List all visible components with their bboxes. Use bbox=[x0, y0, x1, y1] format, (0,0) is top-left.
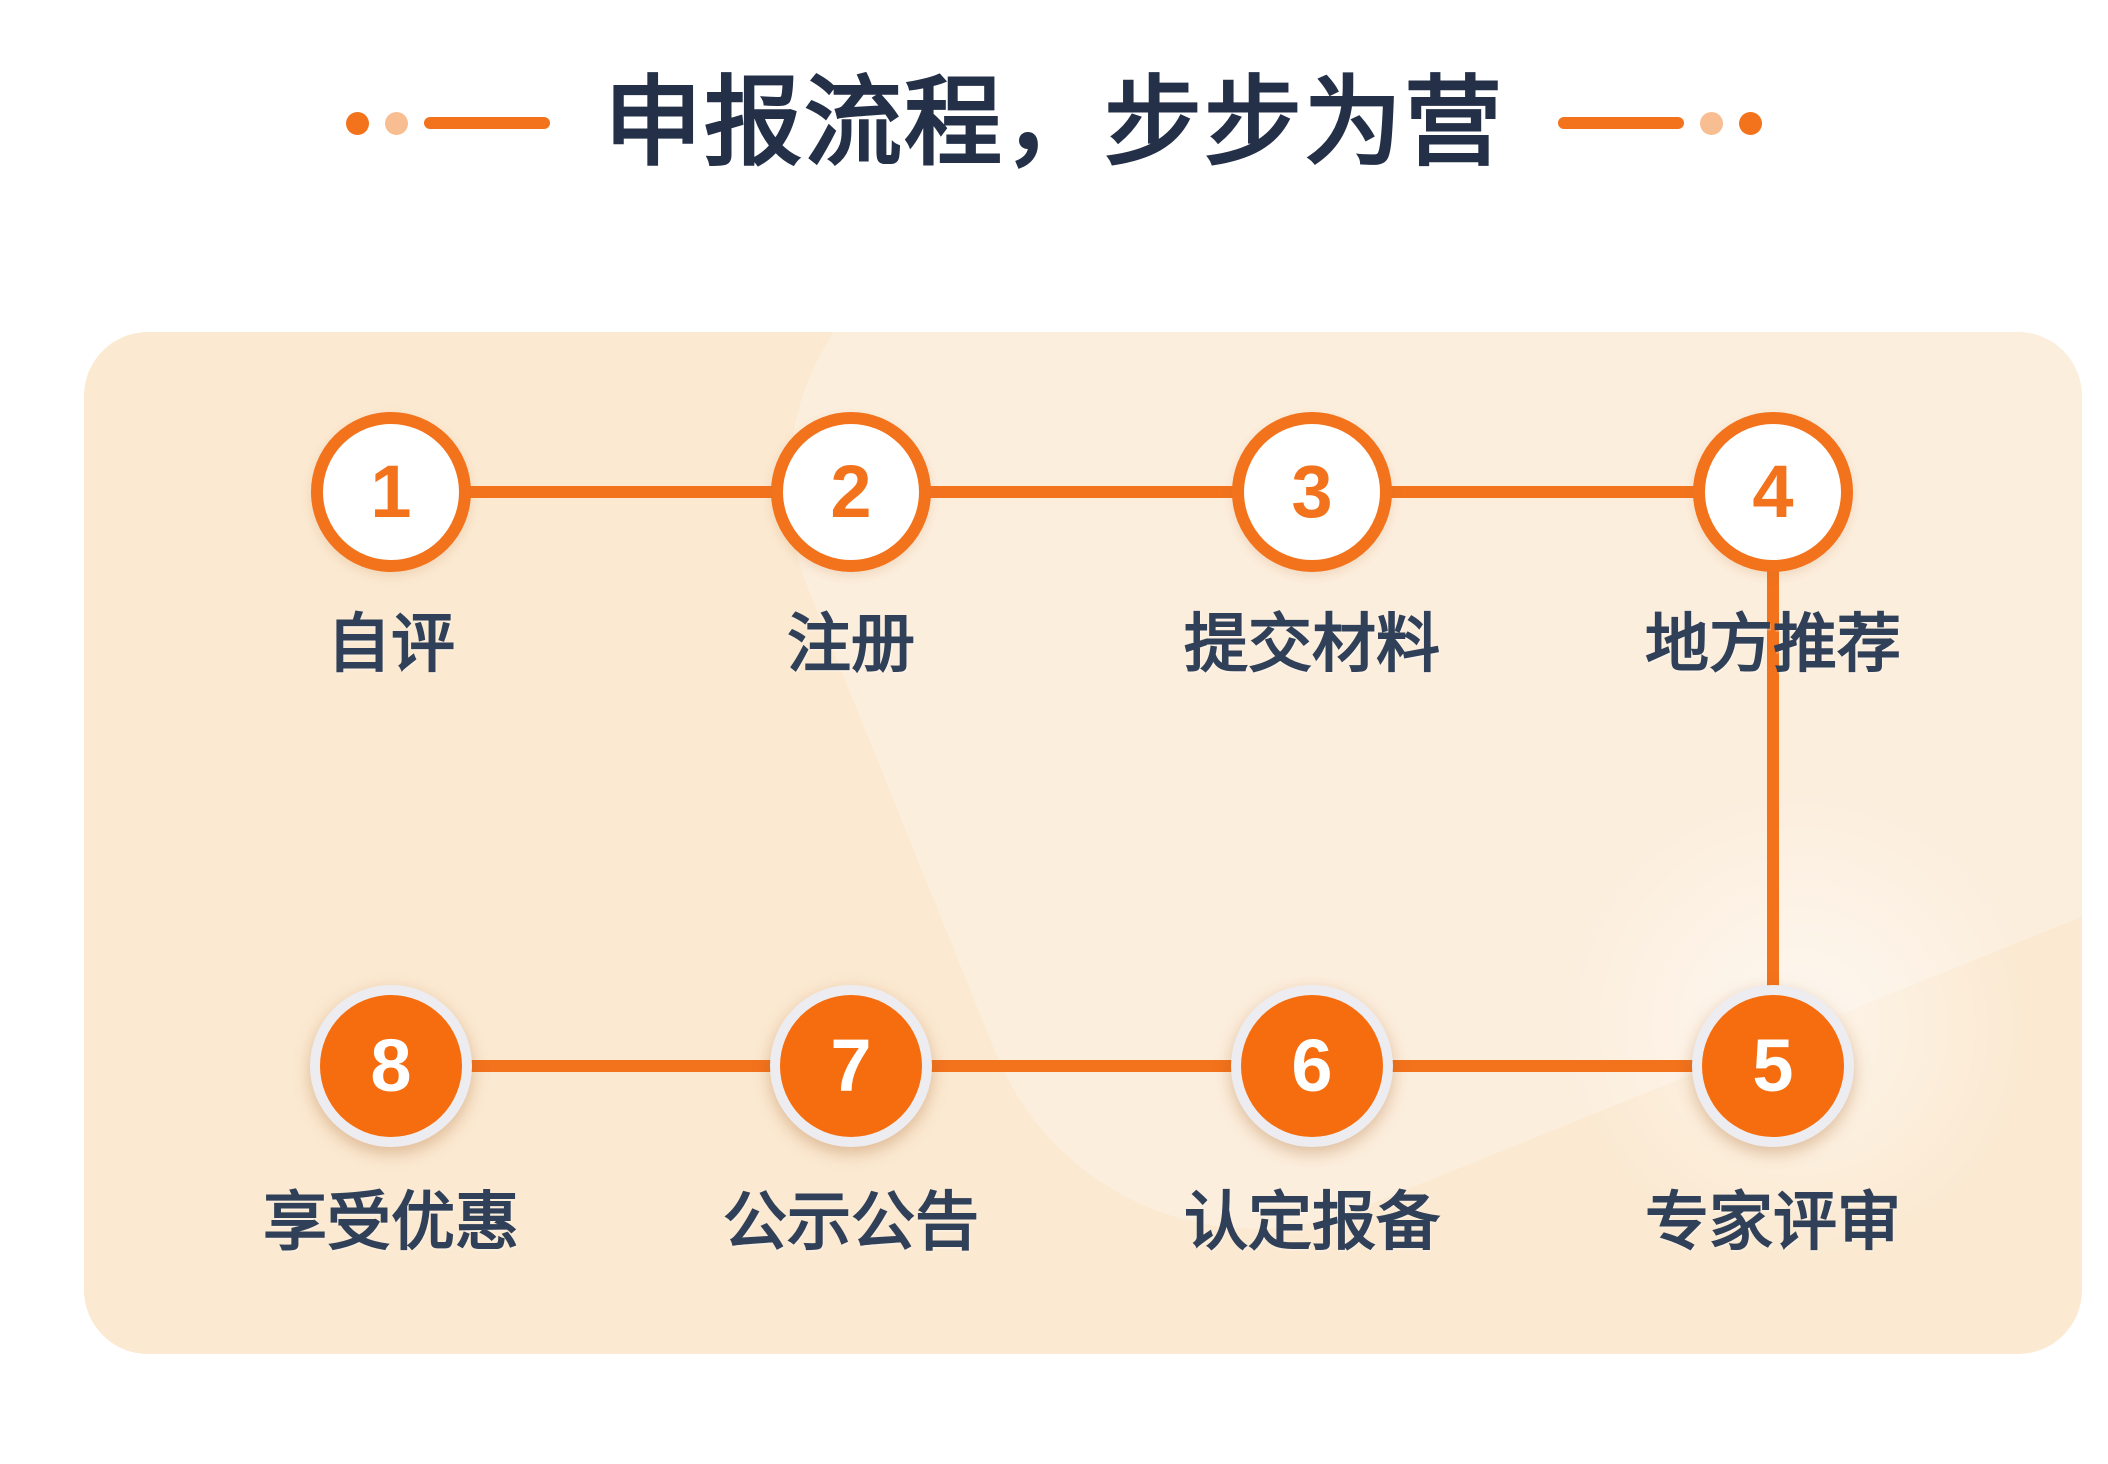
step-node-6: 6 bbox=[1231, 985, 1393, 1147]
title-right-decoration bbox=[1558, 111, 1762, 135]
step-number: 6 bbox=[1291, 1024, 1333, 1107]
dot-icon bbox=[1739, 111, 1762, 135]
step-number: 7 bbox=[830, 1024, 872, 1107]
step-node-fill: 6 bbox=[1241, 995, 1383, 1137]
process-panel: 1 2 3 4 自评 注册 提交材料 地方推荐 8 7 6 5 享受优惠 公示公… bbox=[84, 332, 2082, 1354]
step-number: 3 bbox=[1291, 450, 1333, 533]
step-label-7: 公示公告 bbox=[723, 1186, 979, 1258]
step-node-3: 3 bbox=[1232, 412, 1392, 572]
step-number: 4 bbox=[1752, 450, 1794, 533]
step-node-4: 4 bbox=[1693, 412, 1853, 572]
step-label-1: 自评 bbox=[327, 608, 455, 680]
connector-bottom-row bbox=[391, 1060, 1773, 1072]
step-node-8: 8 bbox=[310, 985, 472, 1147]
step-label-3: 提交材料 bbox=[1184, 608, 1440, 680]
step-label-4: 地方推荐 bbox=[1645, 608, 1901, 680]
step-label-8: 享受优惠 bbox=[263, 1186, 519, 1258]
step-node-7: 7 bbox=[770, 985, 932, 1147]
step-node-fill: 8 bbox=[320, 995, 462, 1137]
step-number: 2 bbox=[830, 450, 872, 533]
bar-icon bbox=[1558, 117, 1684, 129]
step-node-2: 2 bbox=[771, 412, 931, 572]
step-number: 8 bbox=[370, 1024, 412, 1107]
dot-icon-light bbox=[384, 111, 408, 135]
step-number: 5 bbox=[1752, 1024, 1794, 1107]
step-node-fill: 7 bbox=[780, 995, 922, 1137]
title-left-decoration bbox=[345, 111, 550, 135]
connector-vertical bbox=[1767, 492, 1779, 1066]
connector-top-row bbox=[391, 486, 1773, 498]
step-number: 1 bbox=[370, 450, 412, 533]
step-label-2: 注册 bbox=[787, 608, 915, 680]
step-node-5: 5 bbox=[1692, 985, 1854, 1147]
step-node-1: 1 bbox=[311, 412, 471, 572]
bar-icon bbox=[423, 117, 550, 129]
page-title: 申报流程，步步为营 bbox=[603, 67, 1504, 178]
step-node-fill: 5 bbox=[1702, 995, 1844, 1137]
dot-icon bbox=[345, 111, 369, 135]
step-label-5: 专家评审 bbox=[1645, 1186, 1901, 1258]
title-row: 申报流程，步步为营 bbox=[0, 50, 2108, 196]
dot-icon-light bbox=[1700, 111, 1723, 135]
step-label-6: 认定报备 bbox=[1184, 1186, 1440, 1258]
